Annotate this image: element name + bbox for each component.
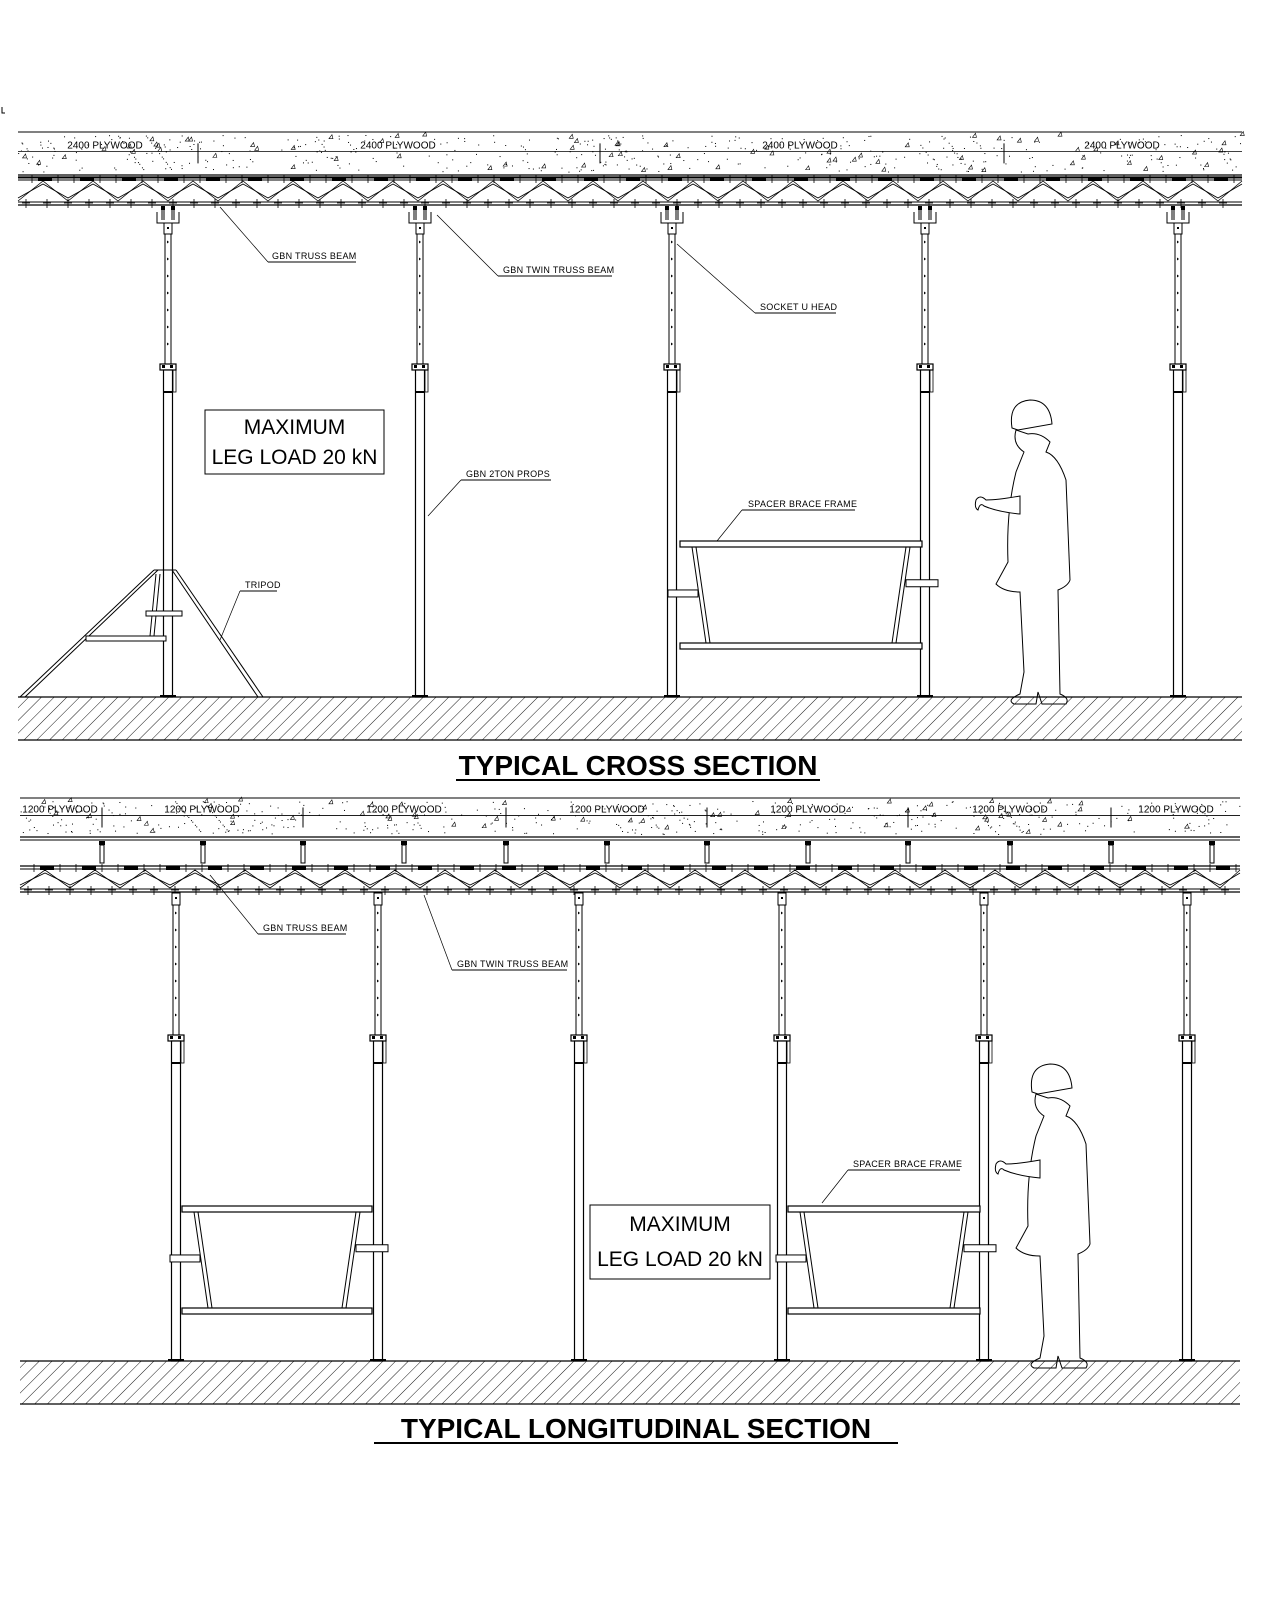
ground	[20, 1360, 1240, 1405]
worker-figure	[994, 1063, 1091, 1369]
callouts: GBN TRUSS BEAM GBN TWIN TRUSS BEAM SPACER …	[209, 874, 962, 1204]
callout-label: GBN TWIN TRUSS BEAM	[457, 959, 568, 969]
callout-label: GBN TRUSS BEAM	[263, 923, 348, 933]
section-title-longitudinal: TYPICAL LONGITUDINAL SECTION	[401, 1413, 871, 1444]
callout-label: SOCKET U HEAD	[760, 302, 837, 312]
load-box-line1: MAXIMUM	[244, 416, 346, 439]
plywood-label: 1200 PLYWOOD	[22, 805, 97, 816]
slab: 2400 PLYWOOD 2400 PLYWOOD 2400 PLYWOOD 2400…	[18, 130, 1245, 179]
plywood-label: 2400 PLYWOOD	[762, 140, 837, 151]
plywood-label: 1200 PLYWOOD	[164, 805, 239, 816]
load-box-line1: MAXIMUM	[629, 1213, 731, 1236]
plywood-label: 1200 PLYWOOD	[366, 805, 441, 816]
callout-label: GBN 2TON PROPS	[466, 469, 550, 479]
callout-label: SPACER BRACE FRAME	[748, 499, 857, 509]
longitudinal-section: 1200 PLYWOOD 1200 PLYWOOD 1200 PLYWOOD 1200…	[19, 796, 1241, 1444]
plywood-label: 2400 PLYWOOD	[67, 140, 142, 151]
load-box: MAXIMUM LEG LOAD 20 kN	[589, 1204, 771, 1280]
truss-beam	[17, 175, 1243, 208]
cross-section: 2400 PLYWOOD 2400 PLYWOOD 2400 PLYWOOD 2400…	[17, 130, 1245, 781]
plywood-label: 1200 PLYWOOD	[972, 805, 1047, 816]
callout-label: GBN TWIN TRUSS BEAM	[503, 265, 614, 275]
corner-mark-icon	[1, 107, 5, 114]
props	[167, 892, 1196, 1362]
callouts: GBN TRUSS BEAM GBN TWIN TRUSS BEAM SOCKET …	[219, 206, 857, 641]
spacer-brace-frames	[169, 1205, 997, 1315]
spacer-brace-frame	[667, 540, 939, 650]
load-box-line2: LEG LOAD 20 kN	[597, 1248, 763, 1271]
plywood-label: 2400 PLYWOOD	[360, 140, 435, 151]
plywood-label: 1200 PLYWOOD	[770, 805, 845, 816]
load-box: MAXIMUM LEG LOAD 20 kN	[204, 409, 385, 475]
secondary-beams	[20, 839, 1240, 864]
callout-label: SPACER BRACE FRAME	[853, 1159, 962, 1169]
section-title-cross: TYPICAL CROSS SECTION	[459, 750, 818, 781]
truss-beam	[19, 864, 1241, 895]
tripod	[19, 569, 264, 698]
callout-label: GBN TRUSS BEAM	[272, 251, 357, 261]
plywood-label: 2400 PLYWOOD	[1084, 140, 1159, 151]
plywood-label: 1200 PLYWOOD	[1138, 805, 1213, 816]
ground	[18, 696, 1242, 741]
plywood-label: 1200 PLYWOOD	[569, 805, 644, 816]
load-box-line2: LEG LOAD 20 kN	[212, 446, 378, 469]
callout-label: TRIPOD	[245, 580, 281, 590]
slab: 1200 PLYWOOD 1200 PLYWOOD 1200 PLYWOOD 1200…	[20, 796, 1241, 841]
worker-figure	[974, 399, 1071, 705]
